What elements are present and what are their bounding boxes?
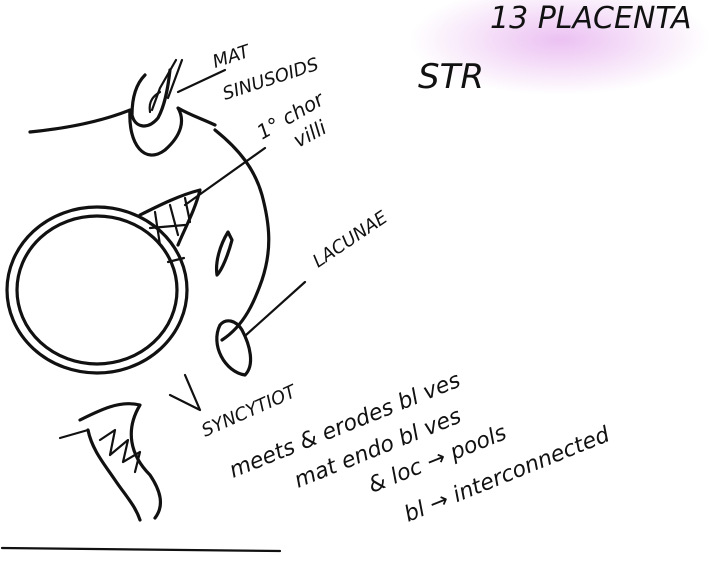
bottom-rule	[2, 548, 280, 551]
syncytiot-pointer	[170, 375, 200, 410]
corner-mark: STR	[418, 57, 484, 97]
page-title: 13 PLACENTA	[490, 1, 691, 36]
lacuna-small	[217, 232, 232, 275]
label-syncytiot: SYNCYTIOT	[198, 381, 301, 442]
mat-sinusoids-leader	[178, 70, 225, 92]
trophoblast-boundary	[215, 130, 269, 340]
lacunae-leader	[246, 282, 305, 335]
primary-chorionic-villus	[140, 190, 200, 245]
eroded-vessel	[60, 404, 160, 520]
blastocyst	[7, 207, 187, 373]
label-lacunae: LACUNAE	[309, 207, 392, 272]
label-mat: MAT	[210, 41, 254, 73]
maternal-sinusoid	[30, 60, 215, 155]
